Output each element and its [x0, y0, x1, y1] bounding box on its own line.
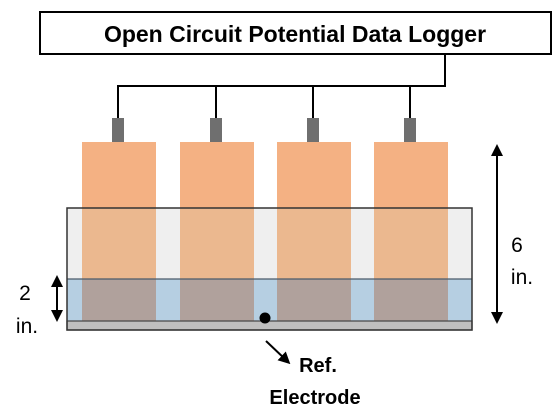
specimen-2-mid [180, 208, 254, 279]
water-depth-unit: in. [16, 315, 38, 338]
specimen-1-top [82, 142, 156, 208]
data-logger-box [39, 11, 552, 55]
specimen-2-submerged [180, 279, 254, 321]
specimen-2-top [180, 142, 254, 208]
reference-electrode-dot [259, 312, 271, 324]
specimen-4-submerged [374, 279, 448, 321]
connectors [112, 118, 416, 142]
specimen-3-submerged [277, 279, 351, 321]
lead-wires [117, 54, 446, 118]
tank-outline [66, 207, 473, 331]
specimen-1-submerged [82, 279, 156, 321]
reference-electrode-arrow [265, 340, 291, 365]
connector-4 [404, 118, 416, 142]
connector-1 [112, 118, 124, 142]
specimens-submerged [82, 279, 448, 321]
connector-3 [307, 118, 319, 142]
specimen-3-mid [277, 208, 351, 279]
specimen-4-top [374, 142, 448, 208]
specimen-1-mid [82, 208, 156, 279]
tank-height-unit: in. [511, 266, 533, 289]
specimen-3-top [277, 142, 351, 208]
specimens-in-tank [82, 208, 448, 279]
reference-electrode-label-line1: Ref. [299, 355, 337, 377]
specimen-4-mid [374, 208, 448, 279]
data-logger: Open Circuit Potential Data Logger [39, 11, 552, 55]
data-logger-label: Open Circuit Potential Data Logger [104, 21, 486, 47]
specimens-upper [82, 142, 448, 208]
water-depth-value: 2 [19, 282, 31, 305]
tank-base [66, 320, 473, 331]
tank-height-value: 6 [511, 234, 523, 257]
reference-electrode-label-line2: Electrode [269, 387, 360, 409]
connector-2 [210, 118, 222, 142]
